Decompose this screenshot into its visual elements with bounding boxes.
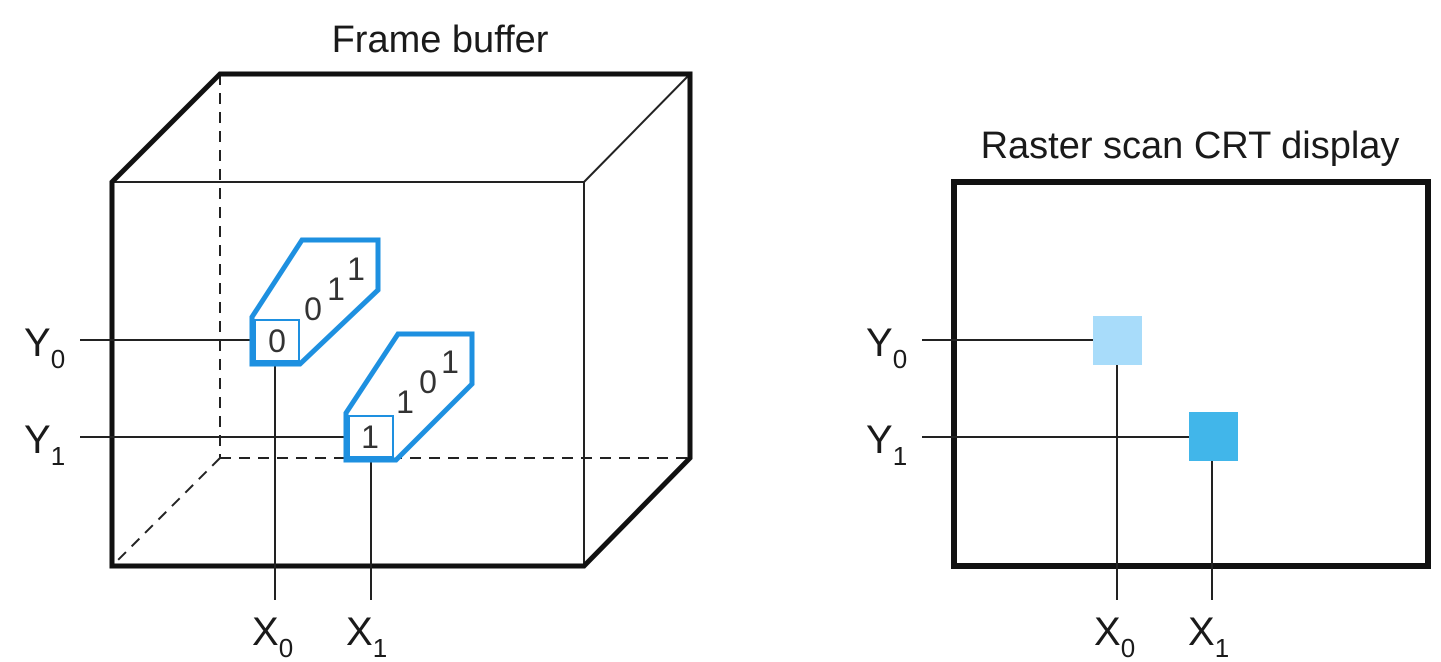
box-top-right-depth-edge — [583, 73, 691, 183]
box-hidden-depth-edge — [111, 457, 221, 567]
bit-plane-outline-y0 — [249, 237, 381, 367]
crt-pixel-y0x0 — [1093, 316, 1142, 365]
crt-y0-label: Y0 — [866, 321, 907, 374]
bit-front-cell-y1 — [348, 415, 394, 458]
display-title: Raster scan CRT display — [981, 125, 1400, 167]
fb-x1-label: X1 — [346, 610, 387, 662]
crt-x1-label: X1 — [1188, 610, 1229, 662]
frame-buffer-box — [109, 71, 693, 569]
fb-x0-label: X0 — [252, 610, 293, 662]
fb-pixel-cell-y1: 1 1 0 1 — [343, 331, 475, 463]
crt-x0-label: X0 — [1094, 610, 1135, 662]
fb-y1-label: Y1 — [24, 418, 65, 471]
box-outline — [109, 71, 693, 569]
bit-value: 1 — [327, 271, 345, 307]
bit-value: 1 — [396, 384, 414, 420]
bit-value: 0 — [304, 291, 322, 327]
bit-value: 0 — [419, 364, 437, 400]
crt-screen — [951, 179, 1431, 569]
frame-buffer-title: Frame buffer — [332, 19, 549, 61]
bit-value: 1 — [347, 251, 365, 287]
bit-front-cell-y0 — [254, 319, 300, 362]
crt-pixel-y1x1 — [1189, 412, 1238, 461]
bit-value: 0 — [268, 323, 286, 359]
bit-plane-outline-y1 — [343, 331, 475, 463]
fb-y0-label: Y0 — [24, 321, 65, 374]
bit-value: 1 — [441, 344, 459, 380]
crt-y1-label: Y1 — [866, 418, 907, 471]
bit-value: 1 — [361, 419, 379, 455]
fb-pixel-cell-y0: 0 0 1 1 — [249, 237, 381, 367]
